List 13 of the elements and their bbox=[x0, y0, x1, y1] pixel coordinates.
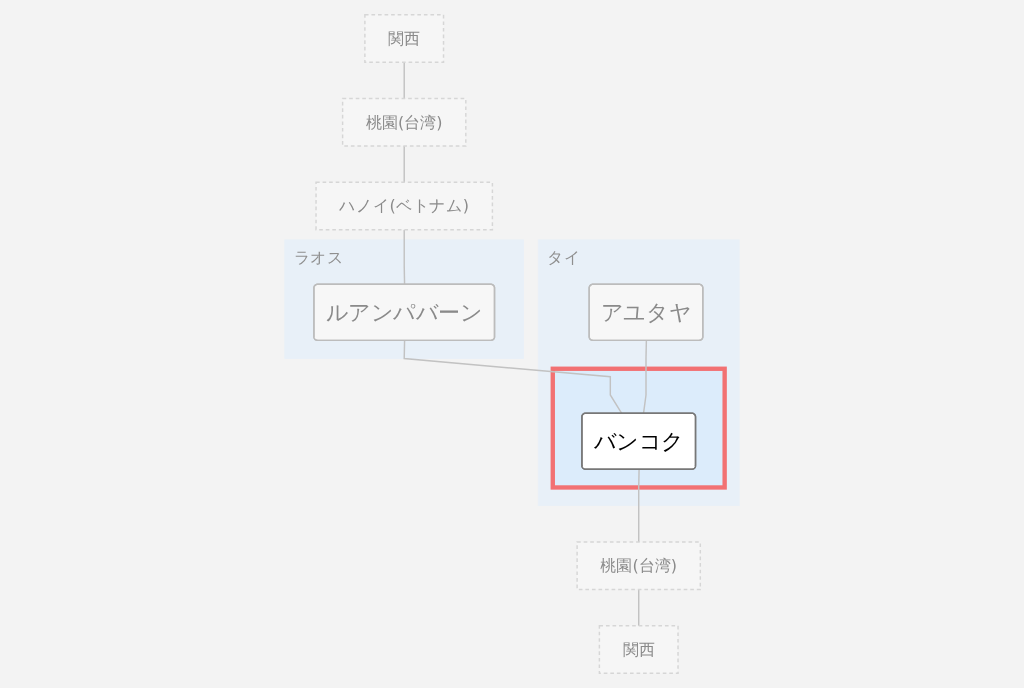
node-box: 関西 bbox=[598, 625, 679, 674]
node-box: 桃園(台湾) bbox=[576, 541, 702, 591]
node-box: ハノイ(ベトナム) bbox=[315, 181, 494, 231]
cluster bbox=[550, 366, 727, 490]
connector bbox=[403, 61, 405, 100]
connector bbox=[642, 340, 648, 415]
node-box: 関西 bbox=[364, 14, 445, 63]
connector bbox=[638, 468, 640, 543]
connector bbox=[403, 340, 623, 415]
connector bbox=[403, 228, 406, 286]
node-box: 桃園(台湾) bbox=[341, 97, 467, 147]
connector bbox=[638, 588, 640, 627]
connector bbox=[403, 145, 405, 184]
